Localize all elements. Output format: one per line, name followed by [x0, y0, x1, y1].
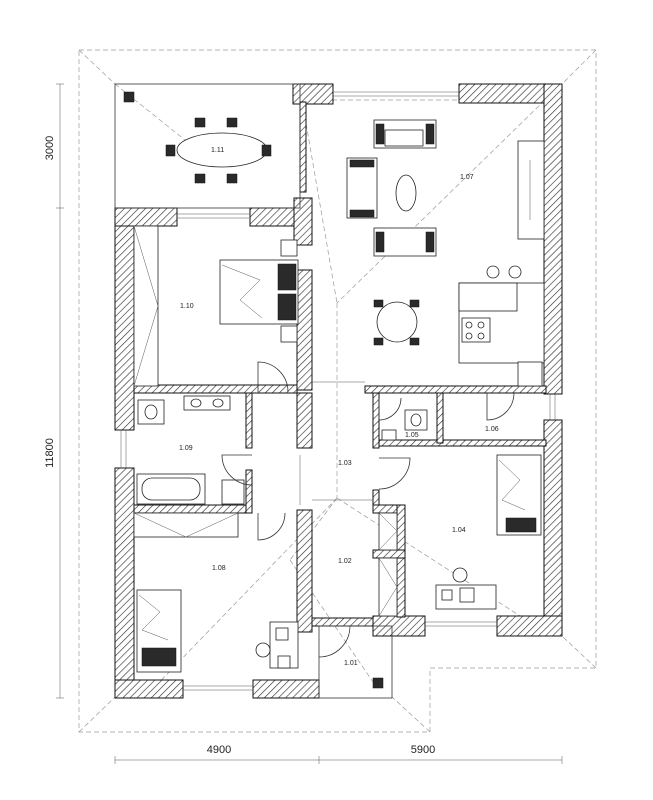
bedroom-1-08-furniture: [133, 512, 299, 673]
room-label-1-01: 1.01: [344, 660, 358, 667]
entry-landing: [318, 625, 393, 699]
bedroom-1-10-furniture: [133, 225, 299, 387]
windows: [120, 91, 556, 691]
room-label-1-07: 1.07: [460, 174, 474, 181]
dimension-lines: [56, 83, 563, 764]
room-label-1-08: 1.08: [212, 565, 226, 572]
wc-1-05-fixtures: [381, 409, 428, 441]
terrace: [114, 83, 301, 209]
room-label-1-09: 1.09: [179, 445, 193, 452]
dim-top-left: 3000: [44, 136, 56, 160]
room-label-1-06: 1.06: [485, 426, 499, 433]
dim-bottom-right: 5900: [411, 744, 435, 756]
room-label-1-04: 1.04: [452, 527, 466, 534]
dim-left-main: 11800: [44, 438, 56, 468]
bathroom-1-09-fixtures: [136, 395, 245, 505]
bedroom-1-04-furniture: [435, 454, 542, 610]
room-label-1-03: 1.03: [338, 460, 352, 467]
room-label-1-10: 1.10: [180, 303, 194, 310]
room-label-1-02: 1.02: [338, 558, 352, 565]
hall-closets: [378, 512, 398, 617]
room-label-1-11: 1.11: [211, 147, 224, 154]
living-furniture: [346, 119, 545, 387]
room-label-1-05: 1.05: [405, 432, 419, 439]
dim-bottom-left: 4900: [207, 744, 231, 756]
doors: [221, 361, 515, 658]
